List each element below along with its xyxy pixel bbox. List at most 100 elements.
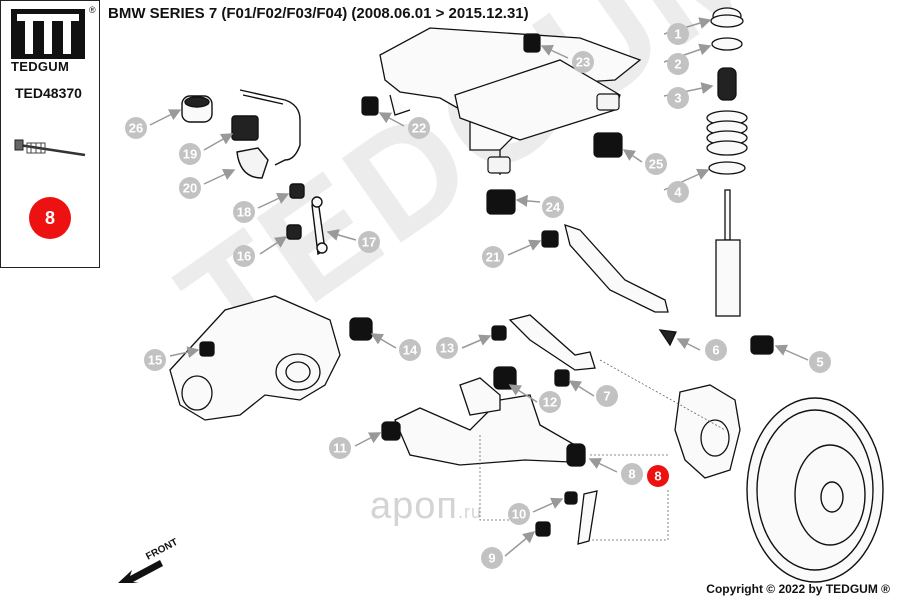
callout-number: 24 — [546, 200, 561, 215]
callout-circle — [399, 339, 421, 361]
callout-2: 2 — [667, 53, 689, 75]
callout-circle — [508, 503, 530, 525]
callout-18: 18 — [233, 201, 255, 223]
callout-circle — [539, 391, 561, 413]
stabilizer-bar-drawing — [181, 89, 328, 256]
site-watermark: ароп.ru — [370, 485, 482, 528]
copyright-notice: Copyright © 2022 by TEDGUM ® — [706, 582, 890, 596]
callout-number: 7 — [603, 389, 610, 404]
callout-circle — [667, 181, 689, 203]
callout-number: 8 — [654, 469, 661, 484]
callout-circle — [647, 465, 669, 487]
differential-drawing — [169, 295, 373, 421]
assembly-guide-lines — [479, 359, 726, 541]
callout-number: 23 — [576, 55, 590, 70]
callout-21: 21 — [482, 246, 504, 268]
callout-17: 17 — [358, 231, 380, 253]
callout-number: 10 — [512, 507, 526, 522]
callout-25: 25 — [645, 153, 667, 175]
callout-20: 20 — [179, 177, 201, 199]
part-info-panel: ® TEDGUM TED48370 8 — [0, 0, 100, 268]
control-arms-drawing — [381, 224, 677, 545]
callout-8a: 8 — [621, 463, 643, 485]
callout-13: 13 — [436, 337, 458, 359]
callout-circle — [645, 153, 667, 175]
callout-circle — [667, 23, 689, 45]
callout-16: 16 — [233, 245, 255, 267]
callout-4: 4 — [667, 181, 689, 203]
callout-circle — [542, 196, 564, 218]
callout-circle — [705, 339, 727, 361]
callout-number: 18 — [237, 205, 251, 220]
callout-number: 2 — [674, 57, 681, 72]
callout-number: 13 — [440, 341, 454, 356]
callout-number: 22 — [412, 121, 426, 136]
callout-number: 14 — [403, 343, 418, 358]
callout-7: 7 — [596, 385, 618, 407]
callout-circle — [408, 117, 430, 139]
callout-9: 9 — [481, 547, 503, 569]
callout-number: 19 — [183, 147, 197, 162]
callout-number: 26 — [129, 121, 143, 136]
hub-carrier-drawing — [674, 384, 741, 479]
highlight-part-badge: 8 — [29, 197, 71, 239]
callout-6: 6 — [705, 339, 727, 361]
callout-circle — [233, 245, 255, 267]
callout-circle — [233, 201, 255, 223]
callout-number: 11 — [333, 441, 347, 456]
callout-22: 22 — [408, 117, 430, 139]
vehicle-title: BMW SERIES 7 (F01/F02/F03/F04) (2008.06.… — [108, 5, 529, 22]
registered-mark: ® — [89, 5, 96, 15]
subframe-bushings — [361, 33, 623, 215]
callout-circle — [179, 143, 201, 165]
callout-number: 16 — [237, 249, 251, 264]
callout-19: 19 — [179, 143, 201, 165]
callout-24: 24 — [542, 196, 564, 218]
callout-number: 9 — [488, 551, 495, 566]
bolt-icon — [14, 139, 86, 157]
callout-8-highlighted: 8 — [647, 465, 669, 487]
callout-23: 23 — [572, 51, 594, 73]
callout-circle — [482, 246, 504, 268]
callout-26: 26 — [125, 117, 147, 139]
callout-15: 15 — [144, 349, 166, 371]
callout-circle — [621, 463, 643, 485]
callout-3: 3 — [667, 87, 689, 109]
callout-circle — [144, 349, 166, 371]
callout-number: 4 — [674, 185, 682, 200]
callout-number: 20 — [183, 181, 197, 196]
callout-5: 5 — [809, 351, 831, 373]
site-watermark-tld: .ru — [457, 502, 482, 522]
callout-number: 3 — [674, 91, 681, 106]
callout-circle — [572, 51, 594, 73]
callout-circle — [809, 351, 831, 373]
callout-circle — [596, 385, 618, 407]
callout-circle — [329, 437, 351, 459]
callout-number: 8 — [628, 467, 635, 482]
callout-circle — [358, 231, 380, 253]
callout-14: 14 — [399, 339, 421, 361]
part-code: TED48370 — [15, 85, 82, 101]
callout-circle — [125, 117, 147, 139]
callout-circle — [667, 53, 689, 75]
shock-absorber-drawing — [706, 7, 774, 355]
callout-number: 17 — [362, 235, 376, 250]
front-direction-arrow: FRONT — [118, 537, 180, 583]
callout-circle — [179, 177, 201, 199]
callout-number: 5 — [816, 355, 823, 370]
callout-11: 11 — [329, 437, 351, 459]
brand-name: TEDGUM — [11, 59, 70, 74]
site-watermark-name: ароп — [370, 485, 458, 527]
callout-number: 12 — [543, 395, 557, 410]
front-label: FRONT — [144, 537, 180, 563]
callout-circle — [667, 87, 689, 109]
callout-circle — [436, 337, 458, 359]
wheel-drawing — [746, 397, 884, 583]
callout-number: 1 — [674, 27, 681, 42]
tedgum-logo-icon — [11, 9, 85, 59]
callout-number: 25 — [649, 157, 663, 172]
callout-10: 10 — [508, 503, 530, 525]
callout-circle — [481, 547, 503, 569]
